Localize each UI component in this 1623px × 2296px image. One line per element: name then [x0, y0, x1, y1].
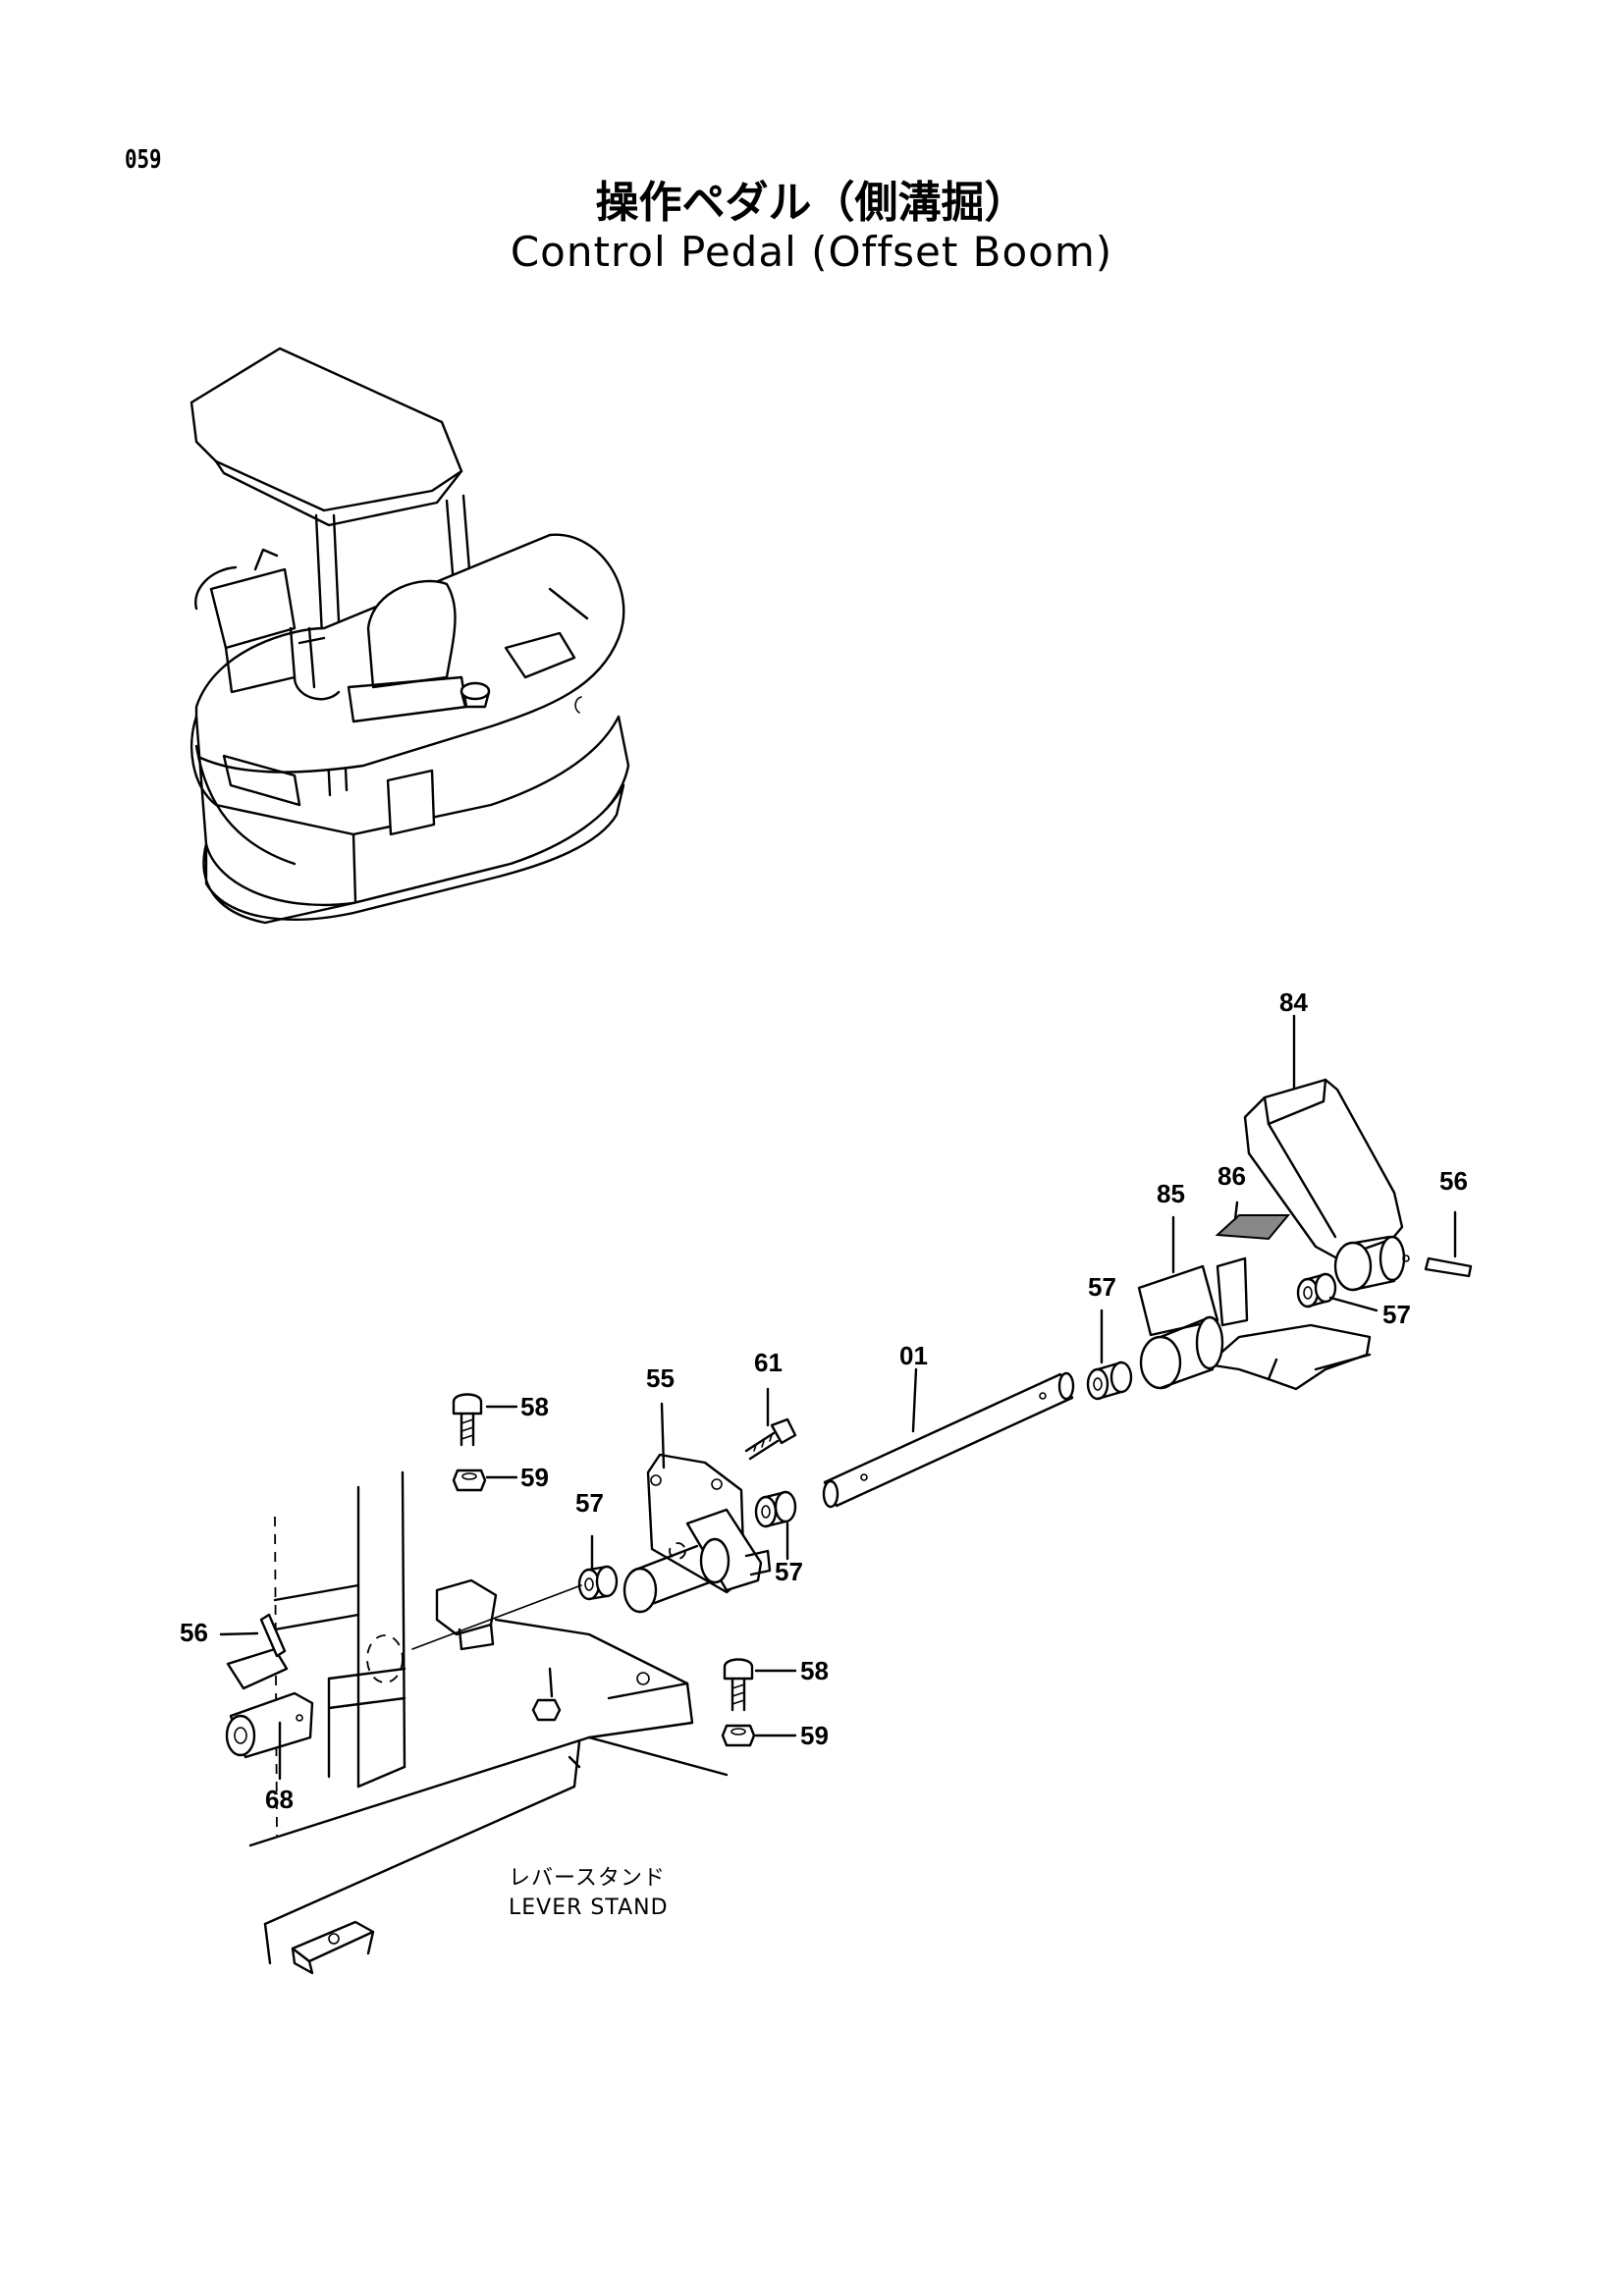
part-57-bushing-right [1296, 1272, 1337, 1308]
callout-59-bottom: 59 [800, 1721, 829, 1750]
lever-stand-label-en: LEVER STAND [509, 1896, 669, 1920]
lever-stand-label: レバースタンド LEVER STAND [509, 1866, 669, 1920]
leader-lines [219, 1014, 1457, 1781]
callout-68: 68 [265, 1785, 294, 1814]
callout-85: 85 [1157, 1179, 1185, 1208]
part-56-pin-right [1424, 1256, 1473, 1278]
part-57-bushing-55 [754, 1490, 797, 1528]
callout-57-55: 57 [775, 1557, 803, 1586]
part-57-bushing-left [577, 1565, 619, 1601]
page-number: 059 [125, 145, 162, 175]
part-55-bracket [622, 1453, 772, 1614]
part-86-pad [1215, 1214, 1291, 1241]
part-57-bushing-mid [1086, 1361, 1133, 1401]
callouts: 84 86 85 56 57 57 01 61 55 58 59 57 57 5… [180, 988, 1468, 1814]
part-59-nut-top [452, 1468, 487, 1492]
title-english: Control Pedal (Offset Boom) [510, 228, 1113, 276]
lever-stand-label-ja: レバースタンド [509, 1866, 666, 1891]
callout-86: 86 [1217, 1161, 1246, 1191]
lever-stand-frame [248, 1470, 729, 1975]
title-japanese: 操作ペダル（側溝掘） [595, 178, 1028, 228]
callout-56-left: 56 [180, 1618, 208, 1647]
part-58-bolt-bottom [723, 1658, 754, 1712]
part-59-nut-bottom [721, 1724, 756, 1747]
machine-overview-illustration [189, 347, 630, 925]
part-58-bolt-top [452, 1393, 483, 1447]
callout-57-right: 57 [1382, 1300, 1411, 1329]
callout-58-top: 58 [520, 1392, 549, 1421]
part-84-pedal [1243, 1078, 1410, 1292]
callout-01: 01 [899, 1341, 928, 1370]
part-68-lever [225, 1647, 314, 1759]
callout-57-mid: 57 [1088, 1272, 1116, 1302]
callout-84: 84 [1279, 988, 1308, 1017]
callout-59-top: 59 [520, 1463, 549, 1492]
callout-61: 61 [754, 1348, 783, 1377]
part-56-pin-left [259, 1613, 287, 1658]
callout-58-bottom: 58 [800, 1656, 829, 1685]
part-61-bolt [744, 1417, 797, 1461]
callout-55: 55 [646, 1363, 675, 1393]
part-85-bracket [1137, 1256, 1372, 1391]
callout-56-right: 56 [1439, 1166, 1468, 1196]
part-01-shaft [822, 1371, 1075, 1509]
callout-57-left: 57 [575, 1488, 604, 1518]
